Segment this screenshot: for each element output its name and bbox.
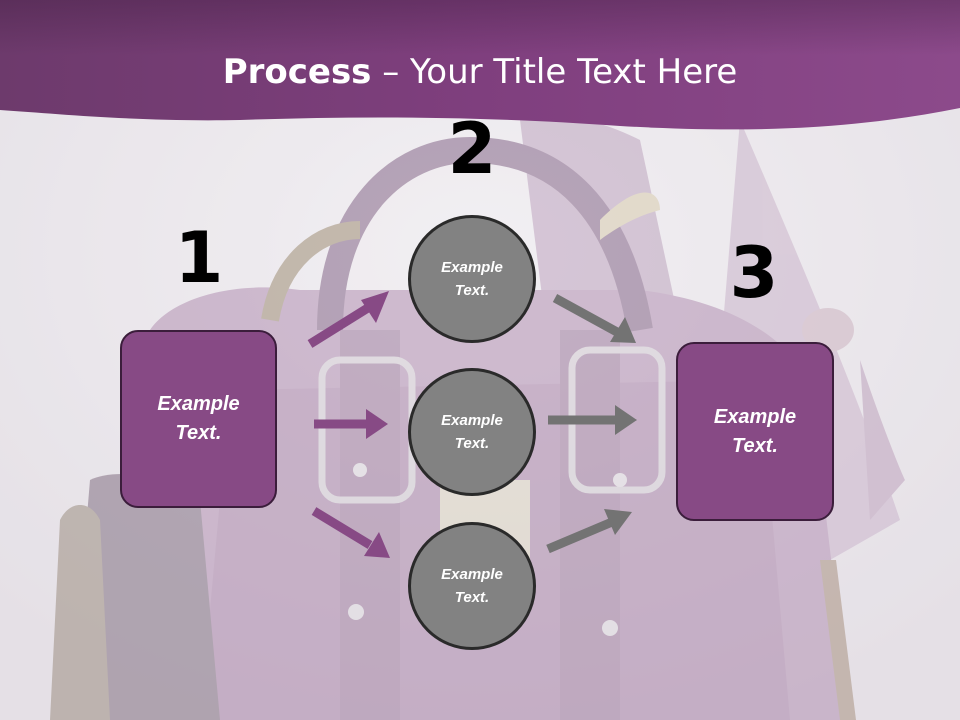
arrow-circle-1-to-3 [552, 294, 636, 343]
step-3-number: 3 [729, 232, 779, 314]
arrow-circle-3-to-3 [546, 509, 632, 554]
title-bold: Process [222, 52, 372, 92]
title-rest: – Your Title Text Here [371, 52, 738, 92]
step-3-box: Example Text. [676, 342, 834, 521]
arrow-1-to-circle-1 [307, 291, 389, 348]
arrow-circle-2-to-3 [548, 405, 637, 435]
slide-title: Process – Your Title Text Here [0, 52, 960, 92]
step-2-number: 2 [447, 108, 497, 190]
step-2-circle-1: Example Text. [408, 215, 536, 343]
step-1-box: Example Text. [120, 330, 277, 508]
step-2-circle-3: Example Text. [408, 522, 536, 650]
header-band [0, 0, 960, 130]
arrow-1-to-circle-3 [311, 507, 390, 558]
arrow-1-to-circle-2 [314, 409, 388, 439]
step-1-number: 1 [174, 217, 224, 299]
step-2-circle-2: Example Text. [408, 368, 536, 496]
